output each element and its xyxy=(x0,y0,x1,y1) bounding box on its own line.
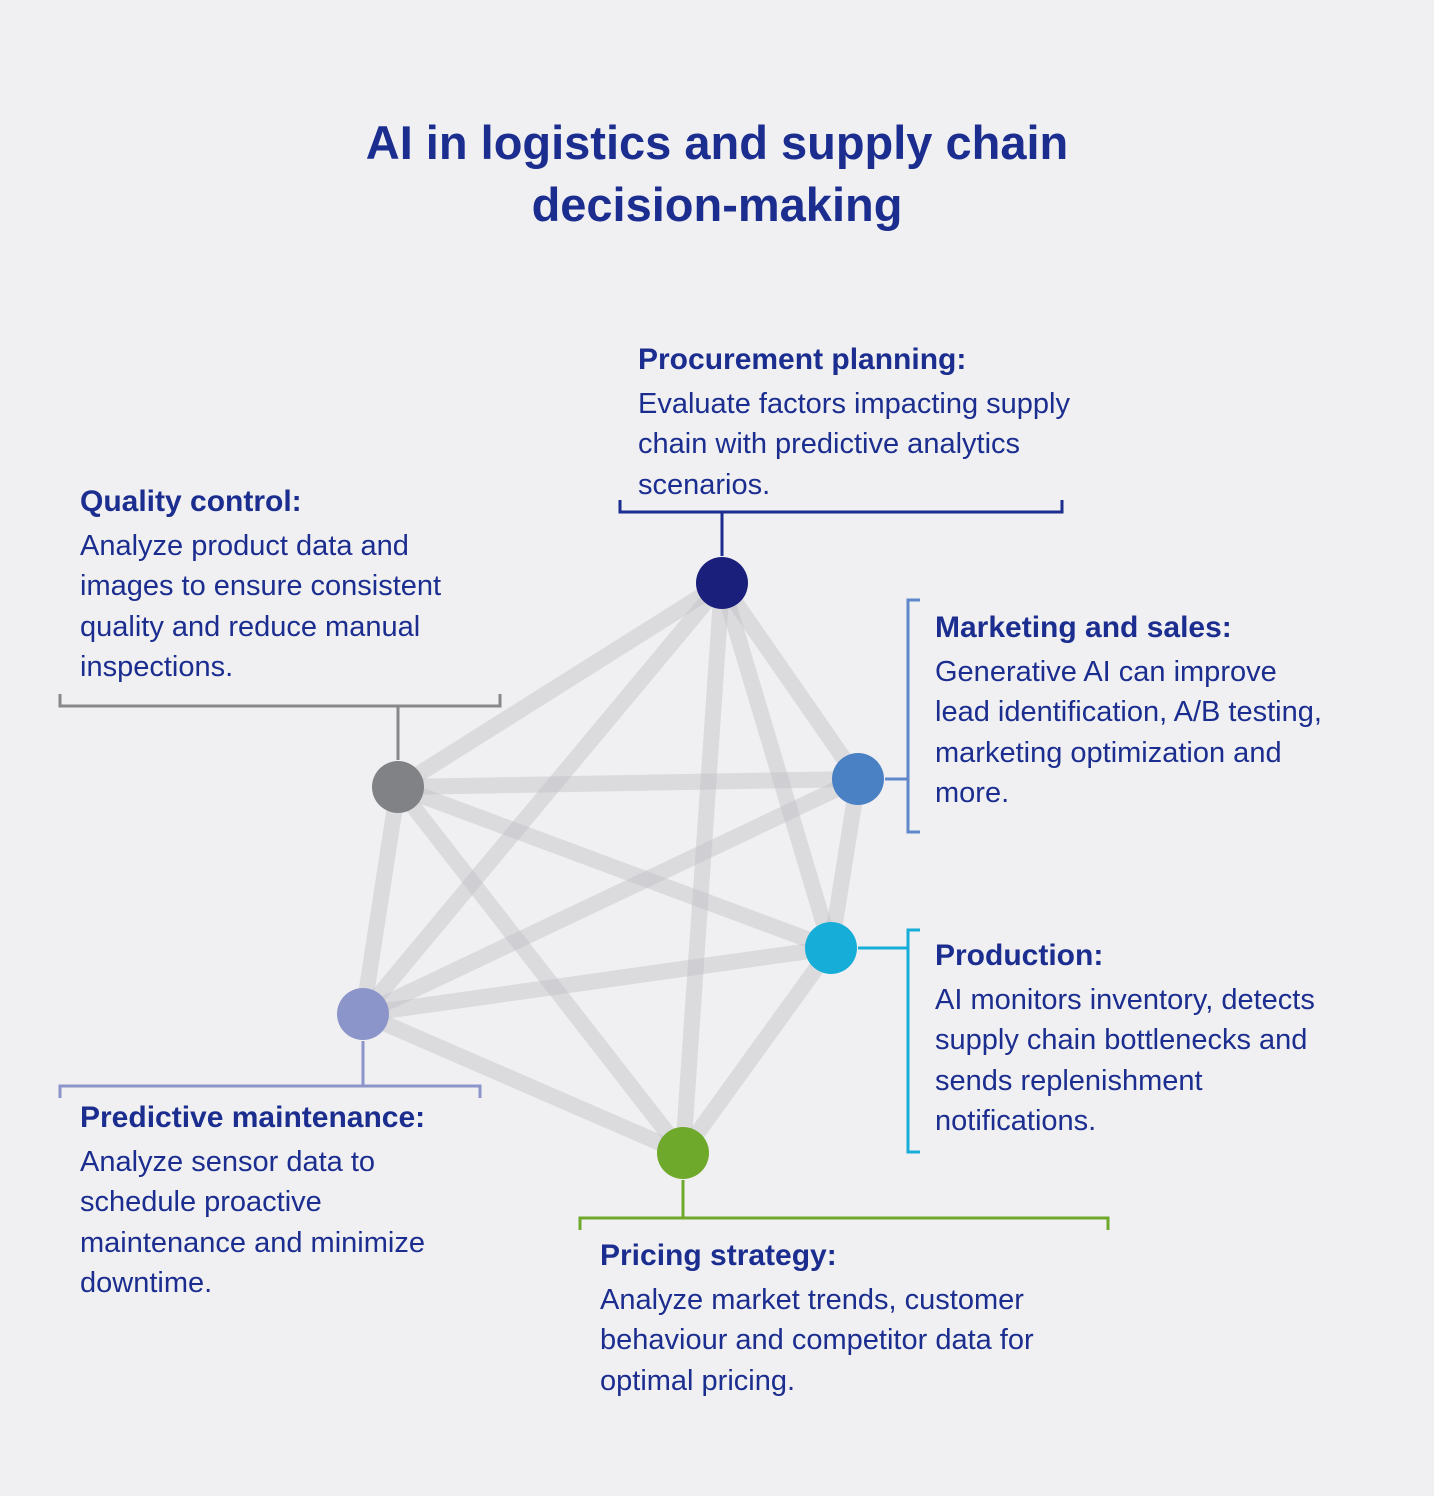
node-pricing-strategy xyxy=(657,1127,709,1179)
graph-edge xyxy=(355,779,406,1022)
page-title-text: AI in logistics and supply chain decisio… xyxy=(365,116,1069,232)
graph-edge xyxy=(355,771,866,1022)
callout-pricing-strategy: Pricing strategy: Analyze market trends,… xyxy=(600,1236,1110,1401)
graph-edges xyxy=(355,575,866,1161)
callout-body: Analyze market trends, customer behaviou… xyxy=(600,1283,1034,1397)
graph-edge xyxy=(390,779,691,1161)
bracket-quality-control xyxy=(58,694,502,760)
callout-body: AI monitors inventory, detects supply ch… xyxy=(935,983,1315,1138)
callout-predictive-maintenance: Predictive maintenance: Analyze sensor d… xyxy=(80,1098,480,1304)
callout-heading: Quality control: xyxy=(80,485,302,518)
graph-edge xyxy=(714,575,866,787)
node-procurement-planning xyxy=(696,557,748,609)
callout-body: Evaluate factors impacting supply chain … xyxy=(638,387,1070,501)
bracket-production xyxy=(858,928,920,1154)
callout-heading: Predictive maintenance: xyxy=(80,1101,426,1134)
bracket-procurement-planning xyxy=(618,500,1064,556)
node-predictive-maintenance xyxy=(337,988,389,1040)
callout-body: Analyze sensor data to schedule proactiv… xyxy=(80,1145,425,1300)
graph-edge xyxy=(390,771,866,795)
callout-heading: Production: xyxy=(935,939,1104,972)
callout-quality-control: Quality control: Analyze product data an… xyxy=(80,482,492,688)
page-title: AI in logistics and supply chain decisio… xyxy=(0,112,1434,236)
bracket-marketing-and-sales xyxy=(885,598,920,834)
callout-procurement-planning: Procurement planning: Evaluate factors i… xyxy=(638,340,1070,505)
graph-edge xyxy=(355,575,730,1022)
node-production xyxy=(805,922,857,974)
callout-body: Analyze product data and images to ensur… xyxy=(80,529,442,684)
callout-body: Generative AI can improve lead identific… xyxy=(935,655,1322,810)
graph-edge xyxy=(823,771,866,956)
callout-brackets xyxy=(58,500,1110,1230)
graph-edge xyxy=(355,1006,691,1161)
graph-edge xyxy=(390,575,730,795)
callout-production: Production: AI monitors inventory, detec… xyxy=(935,936,1367,1142)
graph-edge xyxy=(714,575,839,956)
callout-heading: Pricing strategy: xyxy=(600,1239,837,1272)
graph-edge xyxy=(355,940,839,1022)
graph-nodes xyxy=(337,557,884,1179)
callout-marketing-and-sales: Marketing and sales: Generative AI can i… xyxy=(935,608,1335,814)
node-quality-control xyxy=(372,761,424,813)
callout-heading: Marketing and sales: xyxy=(935,611,1232,644)
graph-edge xyxy=(675,940,839,1161)
callout-heading: Procurement planning: xyxy=(638,343,967,376)
graph-edge xyxy=(390,779,839,956)
node-marketing-and-sales xyxy=(832,753,884,805)
graph-edge xyxy=(675,575,730,1161)
bracket-predictive-maintenance xyxy=(58,1041,482,1098)
bracket-pricing-strategy xyxy=(578,1180,1110,1230)
